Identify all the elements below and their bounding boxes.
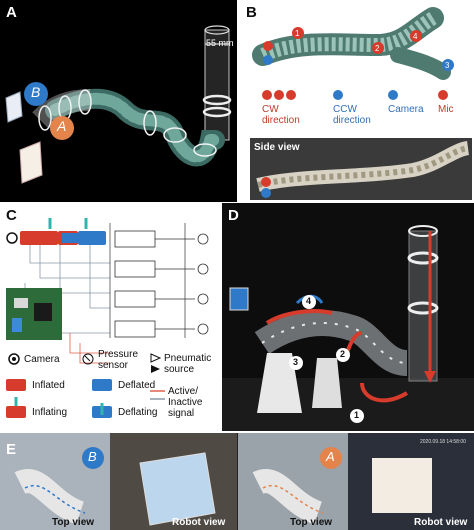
panel-e: E B A Top view Robot view Top view Robot… bbox=[0, 433, 474, 530]
panel-c: C bbox=[0, 203, 221, 431]
panel-d: D 1 2 3 4 bbox=[222, 203, 474, 431]
legend-inflated: Inflated bbox=[32, 380, 65, 391]
caption-robot-view-1: Robot view bbox=[172, 517, 226, 528]
side-view-label: Side view bbox=[254, 142, 300, 153]
caption-robot-view-2: Robot view bbox=[414, 517, 468, 528]
b-legend-cw: CW direction bbox=[262, 90, 300, 126]
step-2: 2 bbox=[340, 349, 346, 359]
b-legend-mic: Mic bbox=[438, 90, 454, 115]
panel-e-label: E bbox=[6, 441, 17, 458]
marker-b-letter: B bbox=[31, 84, 41, 100]
marker-a-letter: A bbox=[57, 118, 67, 134]
legend-deflating: Deflating bbox=[118, 407, 158, 418]
camera-label: Camera bbox=[388, 104, 424, 115]
legend-pneumatic: Pneumatic source bbox=[164, 353, 212, 375]
step-2-badge bbox=[336, 348, 350, 362]
panel-c-label: C bbox=[6, 207, 17, 224]
timestamp: 2020.09.18 14:58:00 bbox=[420, 439, 466, 445]
robot-top-image bbox=[250, 7, 472, 200]
ccw-label: CCW direction bbox=[333, 104, 371, 126]
e-marker-b-icon bbox=[82, 447, 104, 469]
robot-render bbox=[5, 25, 232, 184]
seg-num-3: 3 bbox=[445, 61, 450, 70]
step-4-badge bbox=[302, 295, 316, 309]
marker-a-icon bbox=[50, 116, 74, 140]
robot-scene bbox=[222, 225, 474, 431]
e-marker-a-letter: A bbox=[326, 449, 335, 464]
seg-num-2: 2 bbox=[375, 44, 380, 53]
step-3: 3 bbox=[293, 357, 299, 367]
step-4: 4 bbox=[306, 296, 312, 306]
caption-top-view-2: Top view bbox=[290, 517, 333, 528]
step-1: 1 bbox=[354, 410, 360, 420]
cw-label: CW direction bbox=[262, 104, 300, 126]
seg-num-1: 1 bbox=[295, 29, 300, 38]
legend-signal: Active/ Inactive signal bbox=[168, 386, 203, 419]
legend-pressure: Pressure sensor bbox=[98, 349, 139, 371]
b-legend-ccw: CCW direction bbox=[333, 90, 371, 126]
panel-a-label: A bbox=[6, 4, 17, 21]
seg-num-4: 4 bbox=[413, 32, 418, 41]
step-3-badge bbox=[289, 356, 303, 370]
e-marker-b-letter: B bbox=[88, 449, 97, 464]
step-1-badge bbox=[350, 409, 364, 423]
panel-a: A 55 mm B A bbox=[0, 0, 237, 202]
e-marker-a-icon bbox=[320, 447, 342, 469]
legend-camera: Camera bbox=[24, 354, 60, 365]
b-legend-camera: Camera bbox=[388, 90, 424, 115]
panel-b-label: B bbox=[246, 4, 257, 21]
panel-b: B 1 2 3 4 CW direction CCW direction Ca bbox=[238, 0, 474, 202]
pneumatic-circuit bbox=[6, 218, 209, 418]
mic-label: Mic bbox=[438, 104, 454, 115]
dimension-label: 55 mm bbox=[206, 38, 234, 48]
caption-top-view-1: Top view bbox=[52, 517, 95, 528]
legend-deflated: Deflated bbox=[118, 380, 156, 391]
legend-inflating: Inflating bbox=[32, 407, 68, 418]
marker-b-icon bbox=[24, 82, 48, 106]
panel-d-label: D bbox=[228, 207, 239, 224]
view-photos bbox=[0, 433, 474, 530]
